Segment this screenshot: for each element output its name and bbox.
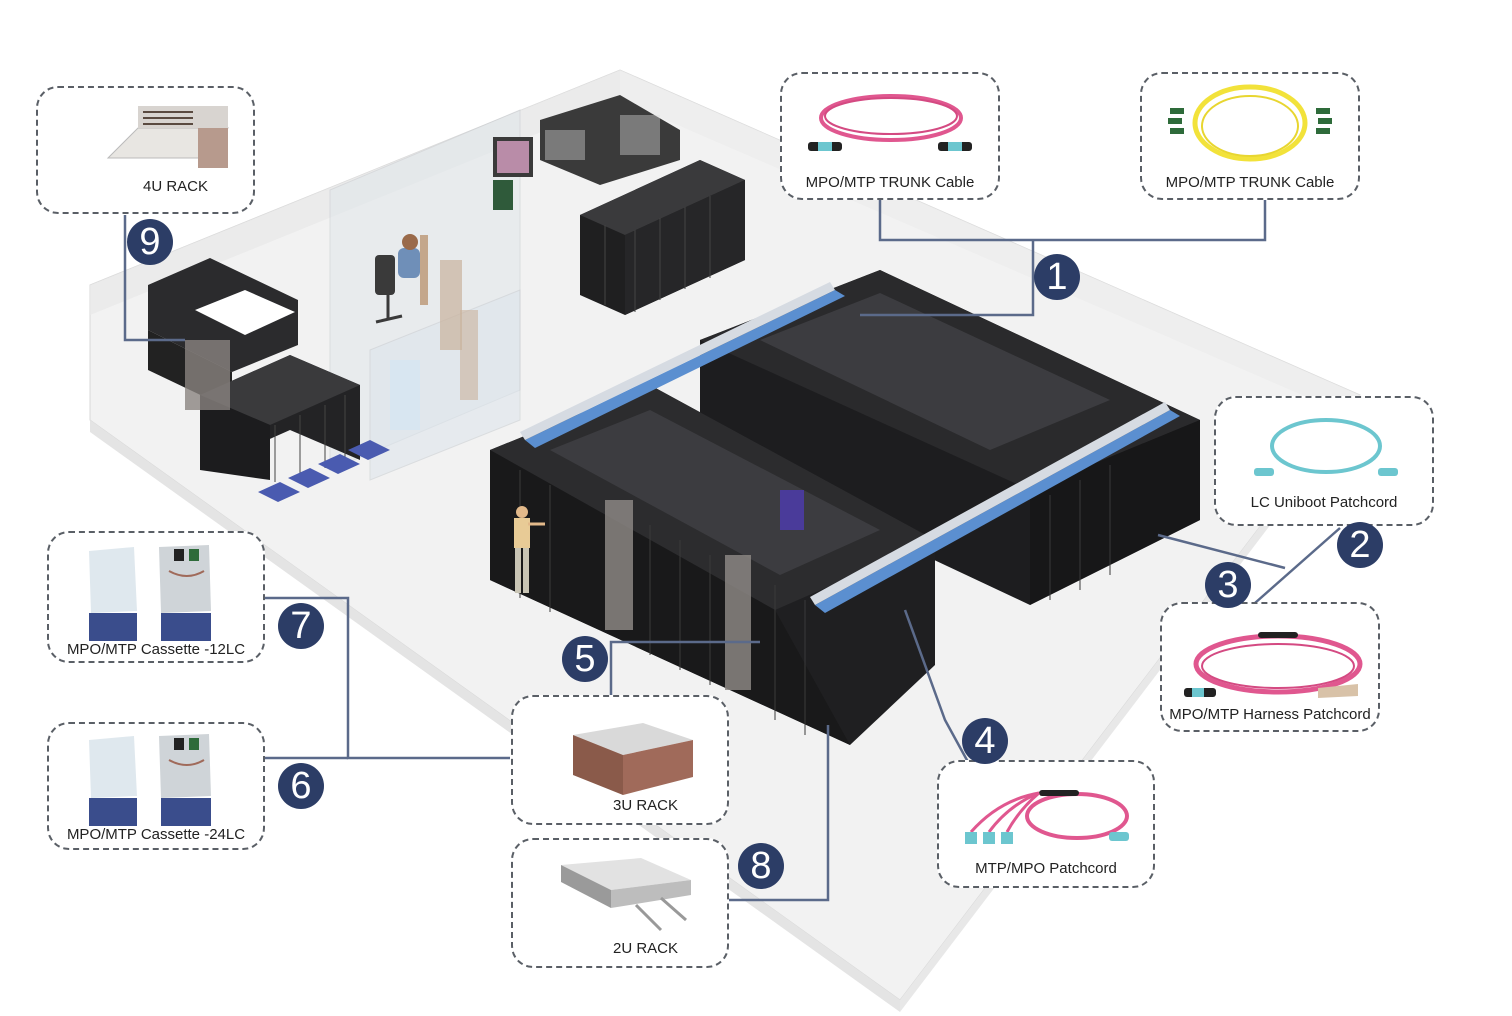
harness-patchcord-image (1184, 632, 1363, 698)
product-box-3u-rack: 3U RACK (511, 695, 729, 825)
rack-pod-main (490, 270, 1200, 745)
product-label: LC Uniboot Patchcord (1250, 494, 1398, 511)
callout-badge-2: 2 (1337, 522, 1383, 568)
product-box-lc-uniboot: LC Uniboot Patchcord (1214, 396, 1434, 526)
product-label: MPO/MTP TRUNK Cable (805, 174, 975, 191)
connector-lines (123, 200, 1341, 902)
connector-line-2 (1254, 527, 1341, 604)
pink-trunk-cable-image (808, 94, 972, 151)
product-box-cassette-24lc: MPO/MTP Cassette -24LC (47, 722, 265, 850)
product-label: 2U RACK (613, 940, 679, 957)
connector-line-7 (265, 596, 510, 760)
floor-vents (258, 440, 390, 502)
product-box-harness: MPO/MTP Harness Patchcord (1160, 602, 1380, 732)
product-box-2u-rack: 2U RACK (511, 838, 729, 968)
callout-badge-3: 3 (1205, 562, 1251, 608)
connector-line-8 (728, 725, 830, 902)
connector-line-2-3 (1157, 533, 1286, 570)
callout-badge-8: 8 (738, 843, 784, 889)
callout-badge-7: 7 (278, 603, 324, 649)
2u-rack-image (561, 858, 691, 932)
connector-line-1 (878, 200, 1267, 242)
product-box-cassette-12lc: MPO/MTP Cassette -12LC (47, 531, 265, 663)
3u-rack-image (573, 723, 693, 795)
product-label: 4U RACK (143, 178, 209, 195)
callout-badge-6: 6 (278, 763, 324, 809)
cassette-12lc-image (89, 545, 211, 641)
operator-at-desk (375, 234, 428, 324)
connector-line-1-drop (860, 240, 1035, 317)
callout-badge-9: 9 (127, 219, 173, 265)
door (440, 260, 462, 350)
rack-row-back (580, 160, 745, 315)
product-label: MTP/MPO Patchcord (975, 860, 1117, 877)
door (460, 310, 478, 400)
cassette-24lc-image (89, 734, 211, 826)
connector-line-9 (123, 215, 185, 342)
product-box-trunk-yellow: MPO/MTP TRUNK Cable (1140, 72, 1360, 200)
product-box-4u-rack: 4U RACK (36, 86, 255, 214)
product-box-trunk-pink: MPO/MTP TRUNK Cable (780, 72, 1000, 200)
product-label: MPO/MTP Cassette -24LC (66, 826, 246, 843)
4u-rack-image (106, 106, 230, 168)
lc-uniboot-image (1254, 418, 1398, 476)
yellow-trunk-cable-image (1168, 84, 1332, 162)
product-box-mtp-patchcord: MTP/MPO Patchcord (937, 760, 1155, 888)
product-label: MPO/MTP TRUNK Cable (1165, 174, 1335, 191)
callout-badge-5: 5 (562, 636, 608, 682)
mtp-patchcord-image (965, 790, 1129, 844)
cable-tray (520, 282, 1180, 613)
rack-cluster-left (148, 258, 360, 482)
technician (514, 506, 545, 593)
connector-line-4 (903, 609, 970, 763)
window (390, 360, 420, 430)
callout-badge-1: 1 (1034, 254, 1080, 300)
back-rack-room (540, 95, 680, 185)
callout-badge-4: 4 (962, 718, 1008, 764)
connector-line-5 (609, 640, 760, 695)
product-label: 3U RACK (613, 797, 679, 814)
monitor-panel (493, 180, 513, 210)
product-label: MPO/MTP Cassette -12LC (66, 641, 246, 658)
product-label: MPO/MTP Harness Patchcord (1169, 706, 1371, 723)
